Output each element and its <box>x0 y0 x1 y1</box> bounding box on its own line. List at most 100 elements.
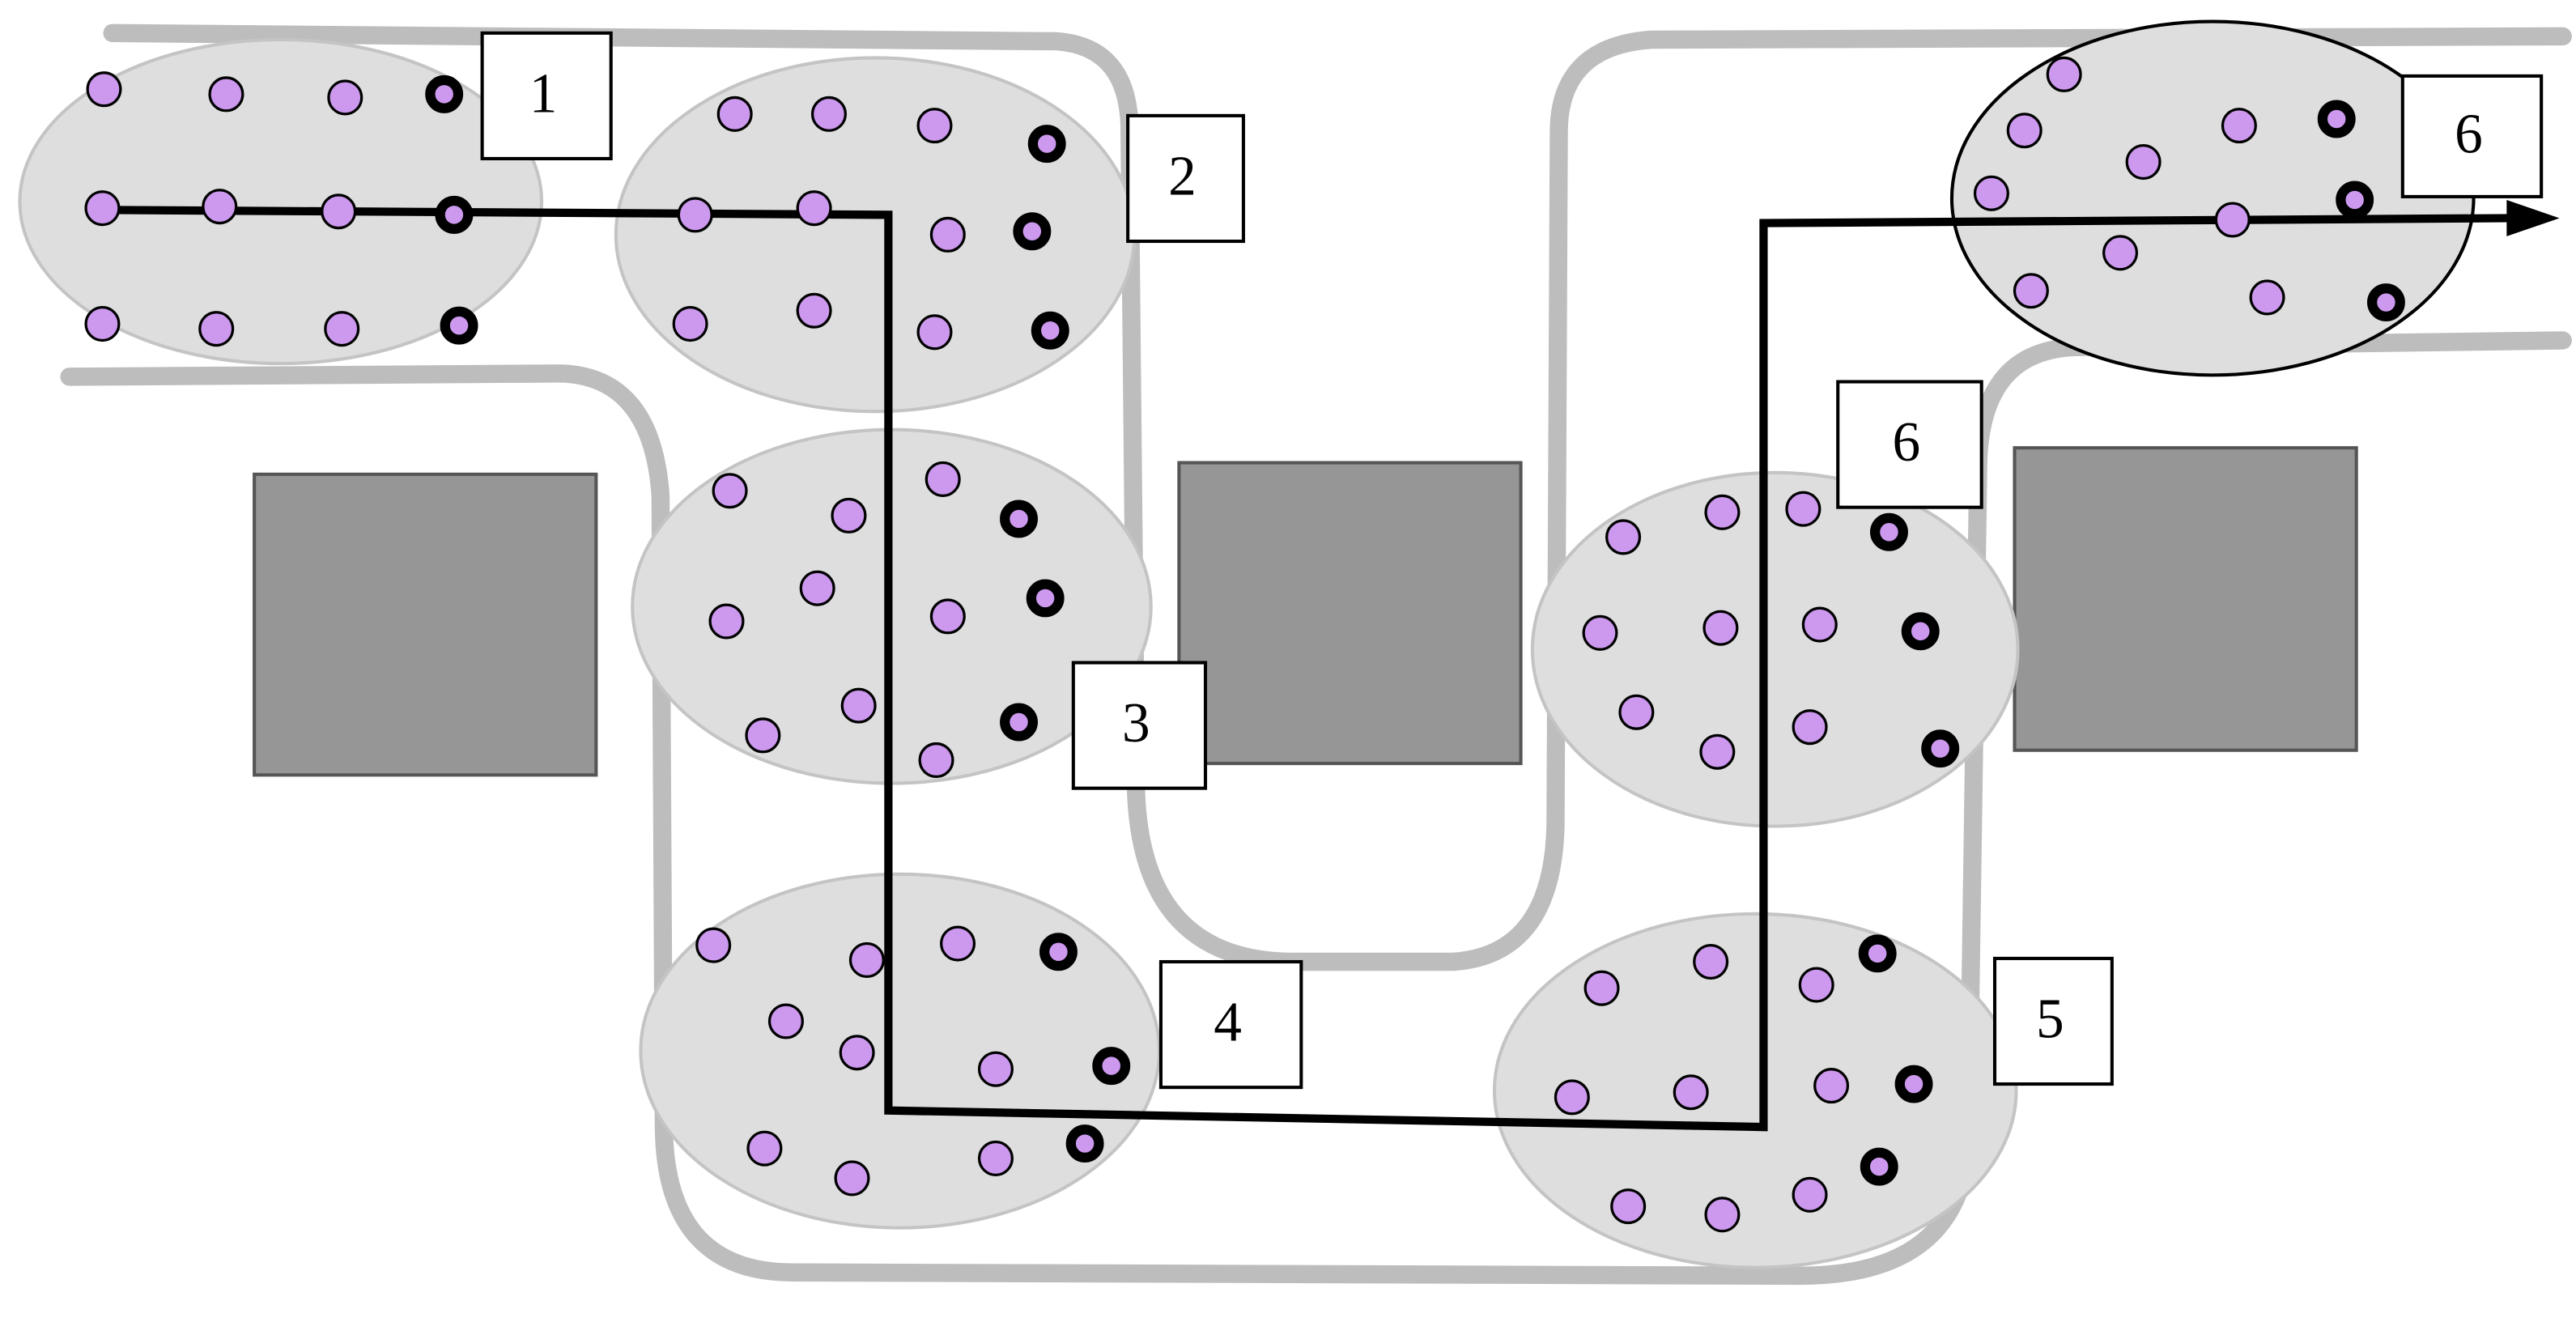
cluster-node <box>977 1140 1014 1176</box>
cluster-node-highlighted <box>425 74 464 113</box>
route-polyline <box>91 206 2510 1132</box>
cluster-node <box>918 742 954 779</box>
cluster-4 <box>639 872 1161 1230</box>
region-label-3: 3 <box>1071 661 1208 790</box>
cluster-node <box>916 314 953 351</box>
cluster-node <box>198 311 235 347</box>
cluster-node-highlighted <box>1870 512 1908 551</box>
cluster-node-highlighted <box>1092 1047 1131 1086</box>
cluster-node-highlighted <box>1894 1065 1933 1103</box>
cluster-node <box>2221 108 2257 144</box>
cluster-node <box>712 473 748 509</box>
region-label-1: 1 <box>480 31 613 161</box>
cluster-node <box>1813 1068 1850 1104</box>
cluster-node-highlighted <box>1026 579 1065 618</box>
cluster-node <box>848 942 885 979</box>
cluster-node <box>1605 519 1642 555</box>
region-label-text: 4 <box>1214 992 1242 1054</box>
cluster-node <box>2102 235 2139 271</box>
cluster-node <box>1704 1197 1741 1233</box>
cluster-node <box>1610 1188 1647 1225</box>
corridor-outer-boundary <box>103 23 2572 971</box>
cluster-node-highlighted <box>2336 181 2374 219</box>
cluster-node <box>708 603 745 640</box>
cluster-node <box>208 76 244 113</box>
cluster-node <box>327 79 363 116</box>
region-label-text: 6 <box>2455 103 2483 165</box>
cluster-node <box>767 1003 804 1039</box>
node-clusters <box>18 19 2476 1269</box>
cluster-node <box>1704 494 1741 530</box>
cluster-node <box>677 197 713 233</box>
obstacle-block-2 <box>1177 461 1523 766</box>
cluster-node <box>1583 970 1620 1006</box>
cluster-node <box>916 108 953 144</box>
obstacle-block-3 <box>2013 446 2358 752</box>
cluster-node <box>810 96 847 132</box>
cluster-node <box>1973 175 2009 211</box>
cluster-node-highlighted <box>1000 703 1038 742</box>
cluster-node <box>2046 56 2082 92</box>
cluster-node <box>1673 1074 1709 1111</box>
cluster-node <box>925 461 961 498</box>
cluster-node <box>1798 967 1834 1003</box>
region-label-text: 6 <box>1893 411 1921 474</box>
cluster-node-highlighted <box>1039 933 1078 971</box>
region-label-box <box>480 31 613 161</box>
cluster-node-highlighted <box>435 195 474 234</box>
corridor-inner-boundary <box>60 331 2572 1286</box>
region-label-box <box>1071 661 1208 790</box>
cluster-node <box>1582 614 1618 651</box>
cluster-node <box>84 306 121 342</box>
region-label-5: 5 <box>1992 956 2114 1086</box>
region-label-2: 2 <box>1126 113 1245 244</box>
cluster-node-highlighted <box>2317 100 2356 138</box>
route-path <box>91 206 2510 1132</box>
cluster-node <box>2013 273 2049 309</box>
cluster-node <box>745 717 781 754</box>
cluster-node <box>86 71 122 108</box>
cluster-node <box>1702 610 1739 646</box>
cluster-node <box>929 598 966 635</box>
cluster-node <box>1693 943 1729 980</box>
cluster-node <box>672 306 708 342</box>
cluster-node <box>831 497 867 533</box>
cluster-node <box>321 193 357 230</box>
cluster-6-lower <box>1530 470 2020 828</box>
region-label-text: 2 <box>1168 145 1197 207</box>
region-label-box <box>1836 380 1983 509</box>
cluster-node <box>716 96 753 132</box>
region-label-box <box>1992 956 2114 1086</box>
cluster-node <box>2249 279 2285 316</box>
cluster-node <box>929 216 966 253</box>
cluster-node <box>839 1035 875 1071</box>
region-label-text: 3 <box>1122 692 1150 755</box>
cluster-node <box>1792 1176 1828 1213</box>
cluster-node <box>840 687 877 724</box>
cluster-node <box>834 1160 870 1197</box>
cluster-node <box>2214 202 2251 238</box>
cluster-node <box>799 570 835 606</box>
cluster-node <box>1618 694 1655 730</box>
region-label-box <box>1158 959 1303 1090</box>
cluster-node <box>1554 1079 1590 1116</box>
cluster-6-upper <box>1949 19 2476 377</box>
cluster-node <box>84 190 121 227</box>
cluster-node-highlighted <box>2366 283 2405 322</box>
cluster-2 <box>614 56 1137 414</box>
region-label-text: 1 <box>529 62 558 125</box>
cluster-nodes <box>84 56 2405 1233</box>
cluster-node <box>940 925 976 962</box>
cluster-node-highlighted <box>1921 729 1960 768</box>
cluster-node <box>1699 733 1736 770</box>
cluster-node <box>796 190 832 227</box>
cluster-node-highlighted <box>1901 612 1940 651</box>
obstacle-blocks <box>253 446 2358 777</box>
region-label-text: 5 <box>2036 988 2064 1050</box>
cluster-node <box>746 1130 783 1167</box>
cluster-node-highlighted <box>1065 1124 1104 1163</box>
region-label-box <box>1126 113 1245 244</box>
obstacle-block-1 <box>253 472 598 777</box>
cluster-node <box>977 1051 1014 1087</box>
